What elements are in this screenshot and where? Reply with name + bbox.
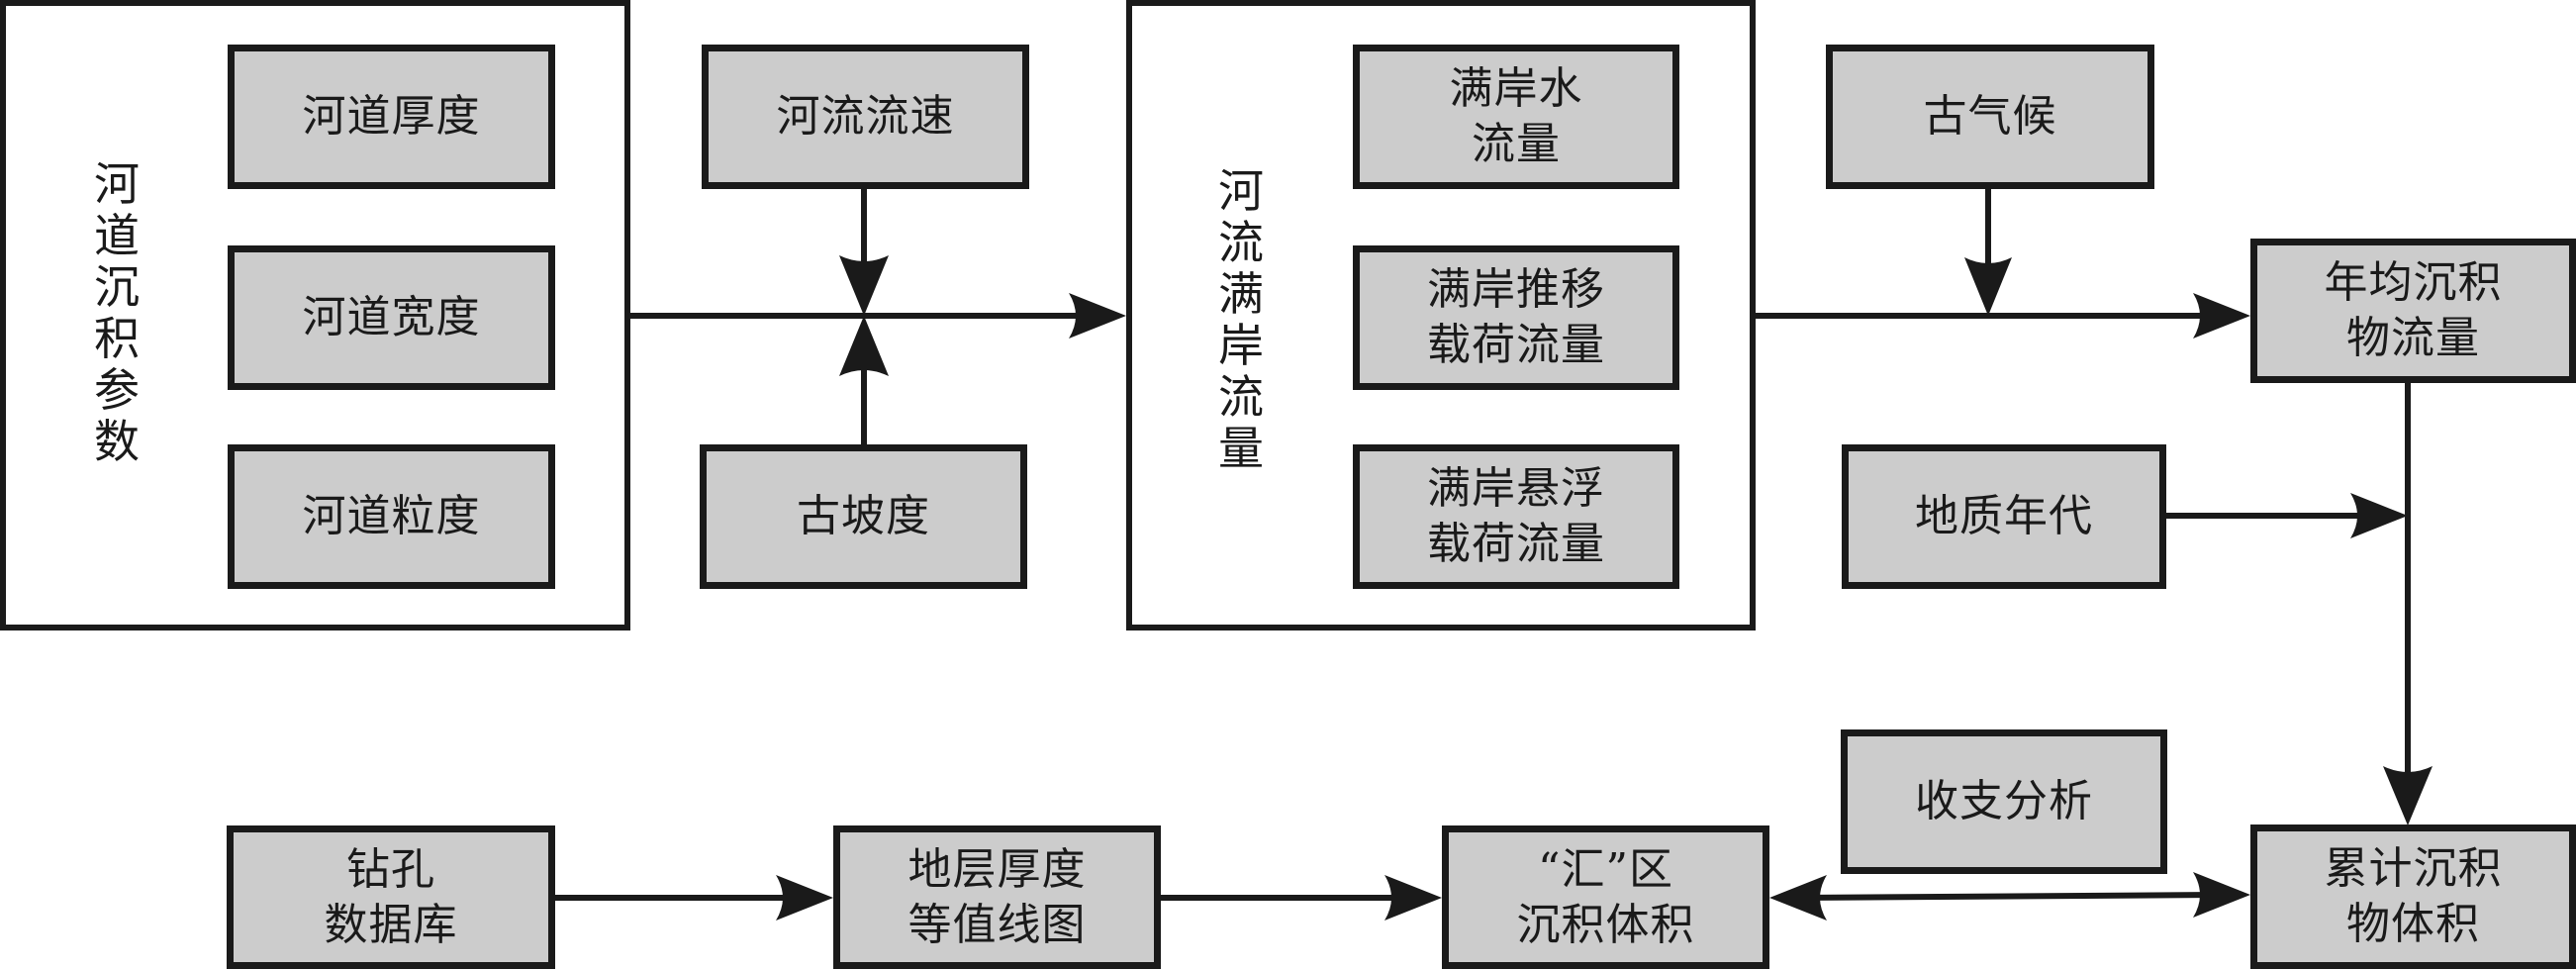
node-label: 累计沉积 物体积 <box>2324 843 2503 949</box>
channel-params-label: 河道沉积参数 <box>94 157 140 468</box>
node-label: 地质年代 <box>1915 491 2093 541</box>
arrowhead-age <box>2350 493 2408 538</box>
node-channel-grain-size: 河道粒度 <box>228 444 555 589</box>
node-label: 河道粒度 <box>302 491 481 541</box>
arrowhead-to-cumulative <box>2383 766 2433 825</box>
node-flow-velocity: 河流流速 <box>702 45 1029 189</box>
arrowhead-to-flux <box>2193 293 2250 339</box>
arrowhead-to-sink <box>1384 875 1442 921</box>
node-annual-sediment-flux: 年均沉积 物流量 <box>2250 239 2576 383</box>
node-paleo-climate: 古气候 <box>1826 45 2154 189</box>
node-label: 年均沉积 物流量 <box>2324 257 2503 363</box>
node-label: 古坡度 <box>797 491 930 541</box>
bankfull-flow-label: 河流满岸流量 <box>1218 164 1264 475</box>
arrowhead-climate <box>1964 257 2012 316</box>
node-borehole-database: 钻孔 数据库 <box>227 825 555 969</box>
arrowhead-slope <box>839 316 889 376</box>
node-sink-sediment-volume: “汇”区 沉积体积 <box>1442 825 1769 969</box>
arrowhead-to-sink-left <box>1769 875 1827 921</box>
node-bankfull-suspended-flux: 满岸悬浮 载荷流量 <box>1353 444 1679 589</box>
node-label: 满岸水 流量 <box>1449 63 1583 169</box>
node-label: 地层厚度 等值线图 <box>907 843 1087 950</box>
node-label: 钻孔 数据库 <box>324 843 458 950</box>
node-channel-thickness: 河道厚度 <box>228 45 555 189</box>
arrowhead-to-isopach <box>776 875 833 921</box>
node-channel-width: 河道宽度 <box>228 245 555 390</box>
node-label: 河流流速 <box>776 91 955 142</box>
arrowhead-to-cumulative-right <box>2193 872 2250 918</box>
node-isopach-map: 地层厚度 等值线图 <box>833 825 1161 969</box>
edge-sink-cumulative <box>1800 892 2218 901</box>
node-paleo-slope: 古坡度 <box>700 444 1027 589</box>
node-geologic-age: 地质年代 <box>1842 444 2166 589</box>
node-label: 河道宽度 <box>302 292 481 342</box>
node-label: 满岸悬浮 载荷流量 <box>1427 463 1605 569</box>
node-bankfull-water-flow: 满岸水 流量 <box>1353 45 1679 189</box>
node-label: 河道厚度 <box>302 91 481 142</box>
node-bankfull-bedload-flux: 满岸推移 载荷流量 <box>1353 245 1679 390</box>
arrowhead-to-bankfull <box>1069 293 1126 339</box>
node-label: 古气候 <box>1923 91 2057 142</box>
node-label: 满岸推移 载荷流量 <box>1427 264 1605 370</box>
node-budget-analysis: 收支分析 <box>1841 729 2167 874</box>
node-cumulative-sediment-volume: 累计沉积 物体积 <box>2250 824 2576 969</box>
node-label: 收支分析 <box>1915 776 2093 826</box>
node-label: “汇”区 沉积体积 <box>1516 843 1695 950</box>
arrowhead-velocity <box>839 255 889 316</box>
